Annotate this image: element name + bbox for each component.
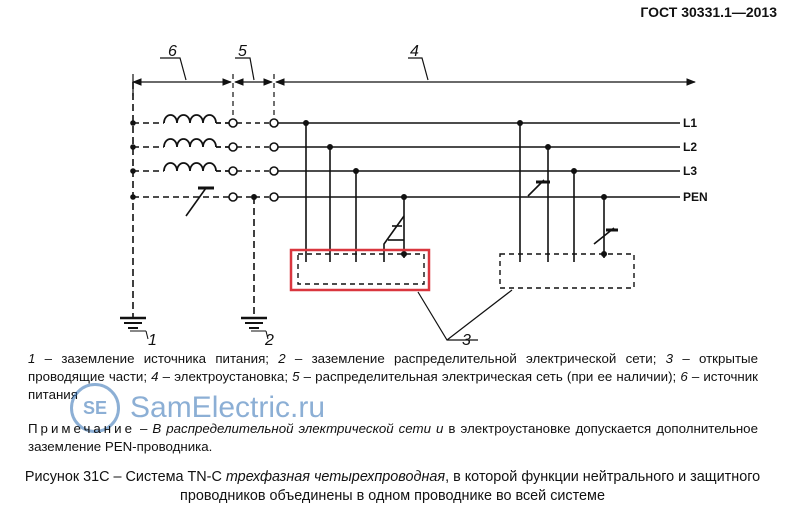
label-2: 2 [264, 332, 274, 349]
terminals [228, 118, 279, 202]
earth-network-symbol [241, 316, 269, 340]
watermark-logo: SE [70, 383, 120, 433]
label-4: 4 [410, 43, 419, 60]
standard-code: ГОСТ 30331.1—2013 [640, 4, 777, 20]
legend-text-4: – электроустановка; [158, 369, 293, 384]
watermark-text: SamElectric.ru [130, 391, 326, 424]
note-rest: в электроустановке допускается дополните… [28, 421, 758, 454]
note-italic: В распределительной электрической сети и [152, 421, 444, 436]
legend-text-2: – заземление распределительной электриче… [285, 351, 666, 366]
line-label-l3: L3 [683, 164, 697, 178]
line-label-pen: PEN [683, 190, 708, 204]
caption-italic: трехфазная четырехпроводная [225, 469, 446, 485]
legend-text-6: – источник питания [28, 369, 758, 402]
legend-key-2: 2 [278, 351, 286, 366]
legend-key-1: 1 [28, 351, 36, 366]
label-5: 5 [238, 43, 247, 60]
highlight-box [289, 248, 431, 292]
note-label: Примечание [28, 421, 135, 436]
line-label-l1: L1 [683, 116, 697, 130]
legend-key-6: 6 [680, 369, 688, 384]
exposed-conductive-parts [297, 253, 635, 289]
note-text: Примечание – В распределительной электри… [28, 420, 758, 456]
dimension-lines [132, 57, 696, 122]
legend-text-3: – открытые проводящие части; [28, 351, 758, 384]
source-impedance-symbol [185, 186, 214, 217]
equipment-1-taps [305, 123, 405, 262]
legend-key-5: 5 [292, 369, 300, 384]
distribution-conductors [237, 122, 270, 318]
label-1: 1 [148, 332, 157, 349]
tn-c-circuit-diagram: L1 L2 L3 PEN 6 5 4 1 2 3 [120, 43, 708, 349]
legend-text-1: – заземление источника питания; [35, 351, 279, 366]
figure-caption: Рисунок 31С – Система TN-C трехфазная че… [0, 468, 785, 506]
power-source-frame [132, 82, 230, 318]
legend-text: 1 – заземление источника питания; 2 – за… [28, 350, 758, 404]
legend-text-5: – распределительная электрическая сеть (… [299, 369, 681, 384]
exposed-parts-leaders [417, 289, 513, 341]
watermark: SE SamElectric.ru [70, 383, 325, 433]
junction-dots [130, 120, 607, 257]
caption-part-2: , в которой функции нейтрального и защит… [180, 469, 761, 504]
note-dash: – [134, 421, 153, 436]
legend-key-3: 3 [665, 351, 674, 366]
equipment-2-taps [519, 123, 618, 262]
main-bus-lines [278, 122, 680, 198]
caption-part-1: Рисунок 31С – Система TN-C [24, 469, 226, 485]
legend-key-4: 4 [151, 369, 159, 384]
line-label-l2: L2 [683, 140, 697, 154]
source-windings [163, 114, 229, 172]
label-3: 3 [462, 332, 471, 349]
label-6: 6 [168, 43, 177, 60]
earth-source-symbol [120, 316, 149, 340]
